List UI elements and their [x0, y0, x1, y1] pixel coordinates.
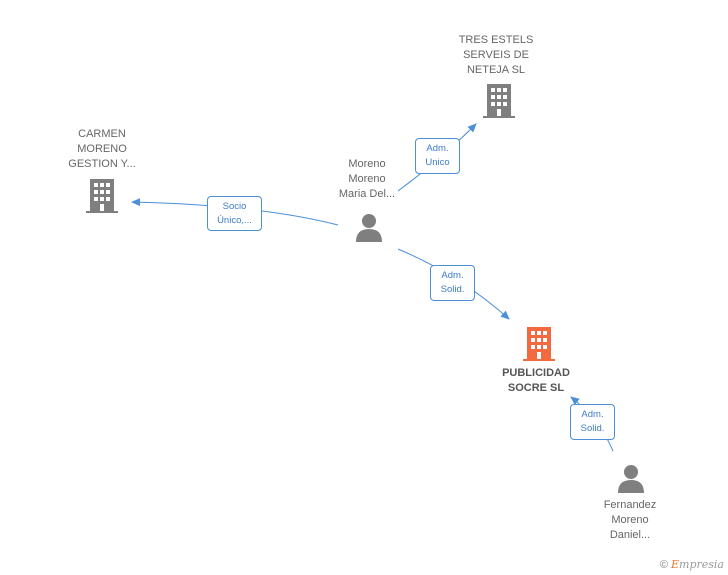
edge-badge-adm-solid-1[interactable]: Adm. Solid. — [430, 265, 475, 301]
edge-badge-socio[interactable]: Socio Único,... — [207, 196, 262, 231]
person-icon[interactable] — [354, 212, 384, 242]
person-label-moreno[interactable]: Moreno Moreno Maria Del... — [338, 158, 396, 200]
building-icon[interactable] — [86, 179, 118, 213]
person-icon[interactable] — [616, 463, 646, 493]
brand-initial: E — [671, 558, 680, 571]
company-label-publicidad[interactable]: PUBLICIDAD SOCRE SL — [502, 367, 570, 394]
company-label-tres-estels[interactable]: TRES ESTELS SERVEIS DE NETEJA SL — [458, 34, 534, 76]
brand-name: mpresia — [679, 558, 724, 571]
building-icon-main[interactable] — [523, 327, 555, 361]
company-label-carmen[interactable]: CARMEN MORENO GESTION Y... — [68, 128, 136, 170]
person-label-fernandez[interactable]: Fernandez Moreno Daniel... — [603, 499, 657, 541]
copyright-symbol: © — [659, 559, 668, 571]
edge-badge-adm-unico[interactable]: Adm. Unico — [415, 138, 460, 174]
building-icon[interactable] — [483, 84, 515, 118]
footer-brand: © Empresia — [660, 558, 724, 571]
edge-badge-adm-solid-2[interactable]: Adm. Solid. — [570, 404, 615, 440]
